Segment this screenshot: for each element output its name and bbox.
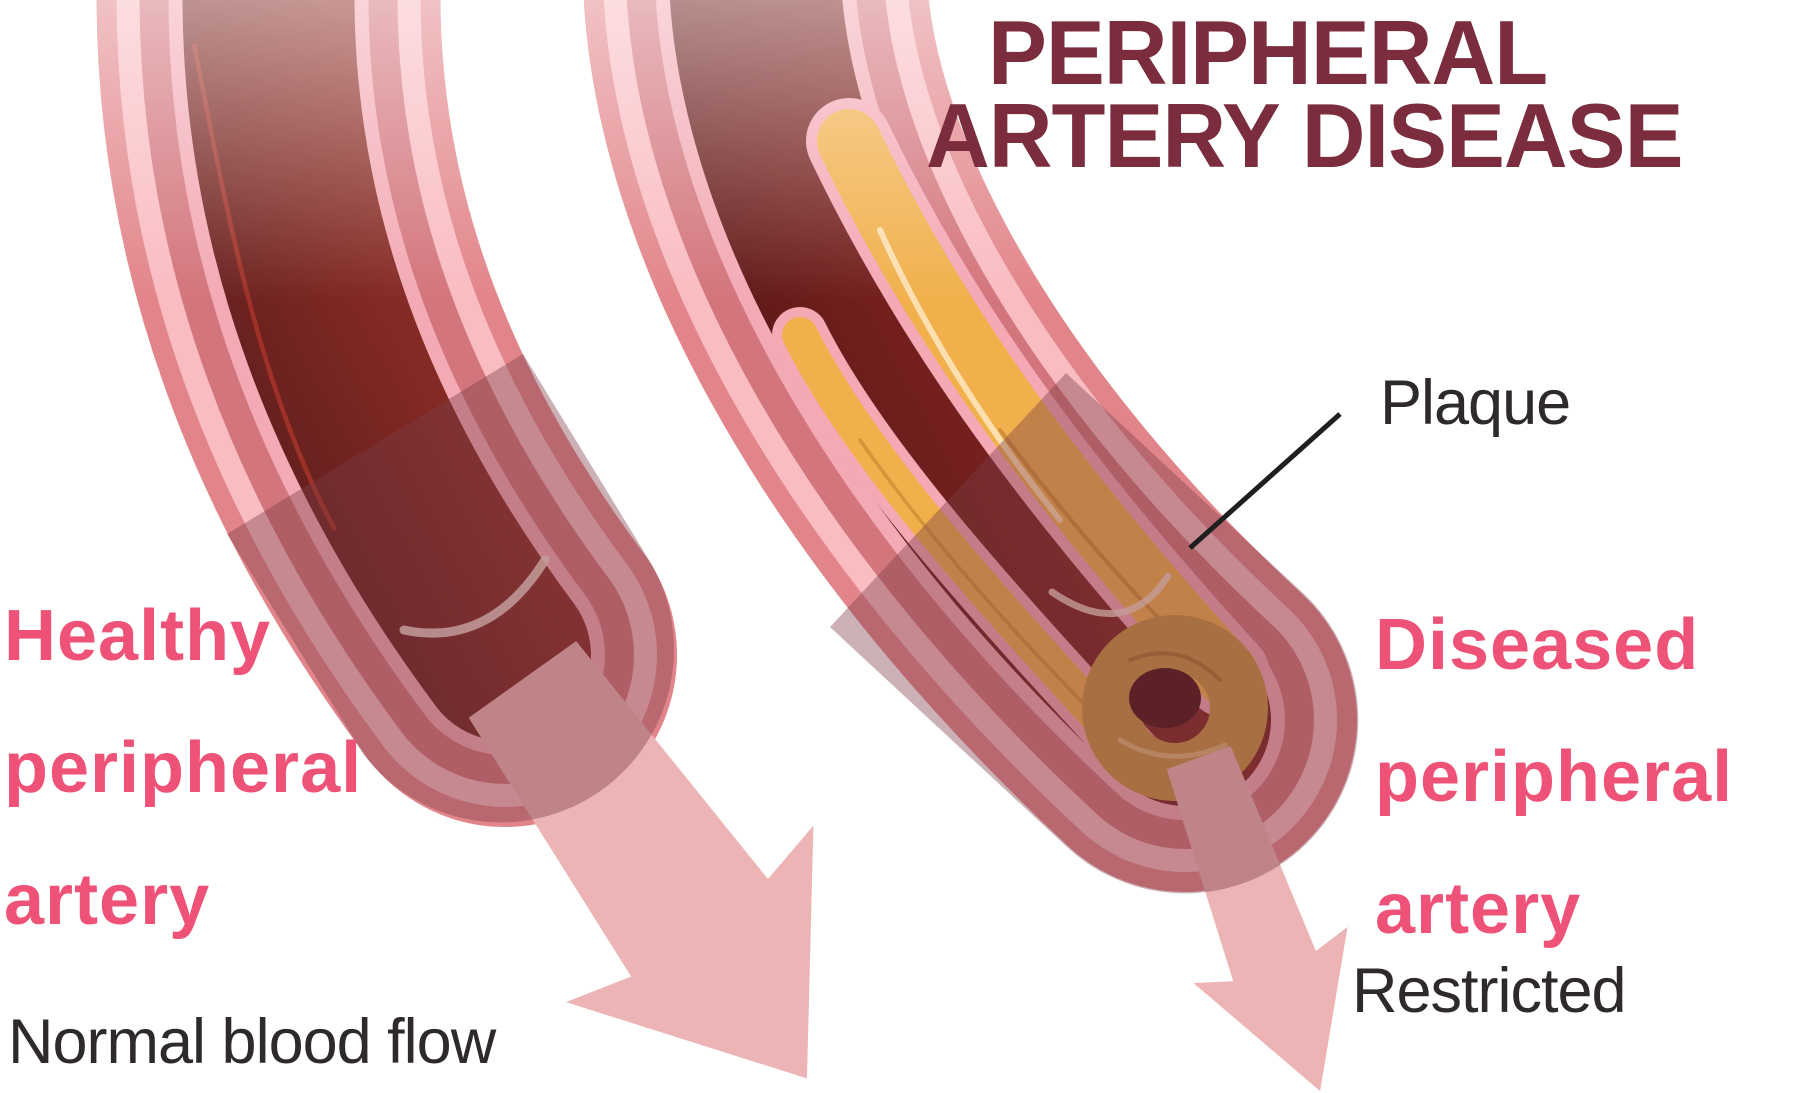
diseased-label-line2: peripheral xyxy=(1375,737,1734,817)
healthy-cut-overlay xyxy=(227,354,674,823)
plaque-ring-texture xyxy=(1117,737,1228,759)
page-title-line2: ARTERY DISEASE xyxy=(926,86,1683,187)
blood-surface-highlight xyxy=(399,555,550,638)
plaque-pointer-line xyxy=(1188,412,1342,550)
restricted-caption-line2: blood flow xyxy=(1352,1074,1627,1093)
lumen-streak xyxy=(191,43,337,532)
diseased-cut-overlay xyxy=(830,373,1359,894)
plaque-vein xyxy=(998,428,1182,642)
page-title-line1: PERIPHERAL xyxy=(988,3,1548,104)
healthy-label-line3: artery xyxy=(4,860,211,940)
diseased-blood-highlight xyxy=(1048,572,1172,617)
restricted-caption-line1: Restricted xyxy=(1352,956,1627,1026)
diseased-label-line3: artery xyxy=(1375,869,1582,949)
restricted-flow-arrow xyxy=(1166,745,1348,1092)
healthy-artery-label: Healthy peripheral artery xyxy=(4,552,362,984)
healthy-blood-lumen xyxy=(182,0,591,741)
narrowed-lumen-hole xyxy=(1129,668,1201,728)
plaque-label: Plaque xyxy=(1380,368,1571,438)
healthy-label-line1: Healthy xyxy=(4,596,272,676)
plaque-highlight xyxy=(877,227,1063,523)
healthy-artery-figure xyxy=(96,0,814,1079)
diseased-artery-label: Diseased peripheral artery xyxy=(1375,561,1733,993)
plaque-vein-left xyxy=(858,438,1102,722)
diseased-label-line1: Diseased xyxy=(1375,605,1700,685)
normal-flow-arrow xyxy=(468,641,814,1079)
healthy-label-line2: peripheral xyxy=(4,728,363,808)
diseased-artery-figure xyxy=(583,0,1359,1092)
normal-blood-flow-caption: Normal blood flow xyxy=(8,1007,496,1077)
restricted-blood-flow-caption: Restricted blood flow xyxy=(1352,909,1627,1093)
plaque-ring-texture-2 xyxy=(1128,651,1222,682)
